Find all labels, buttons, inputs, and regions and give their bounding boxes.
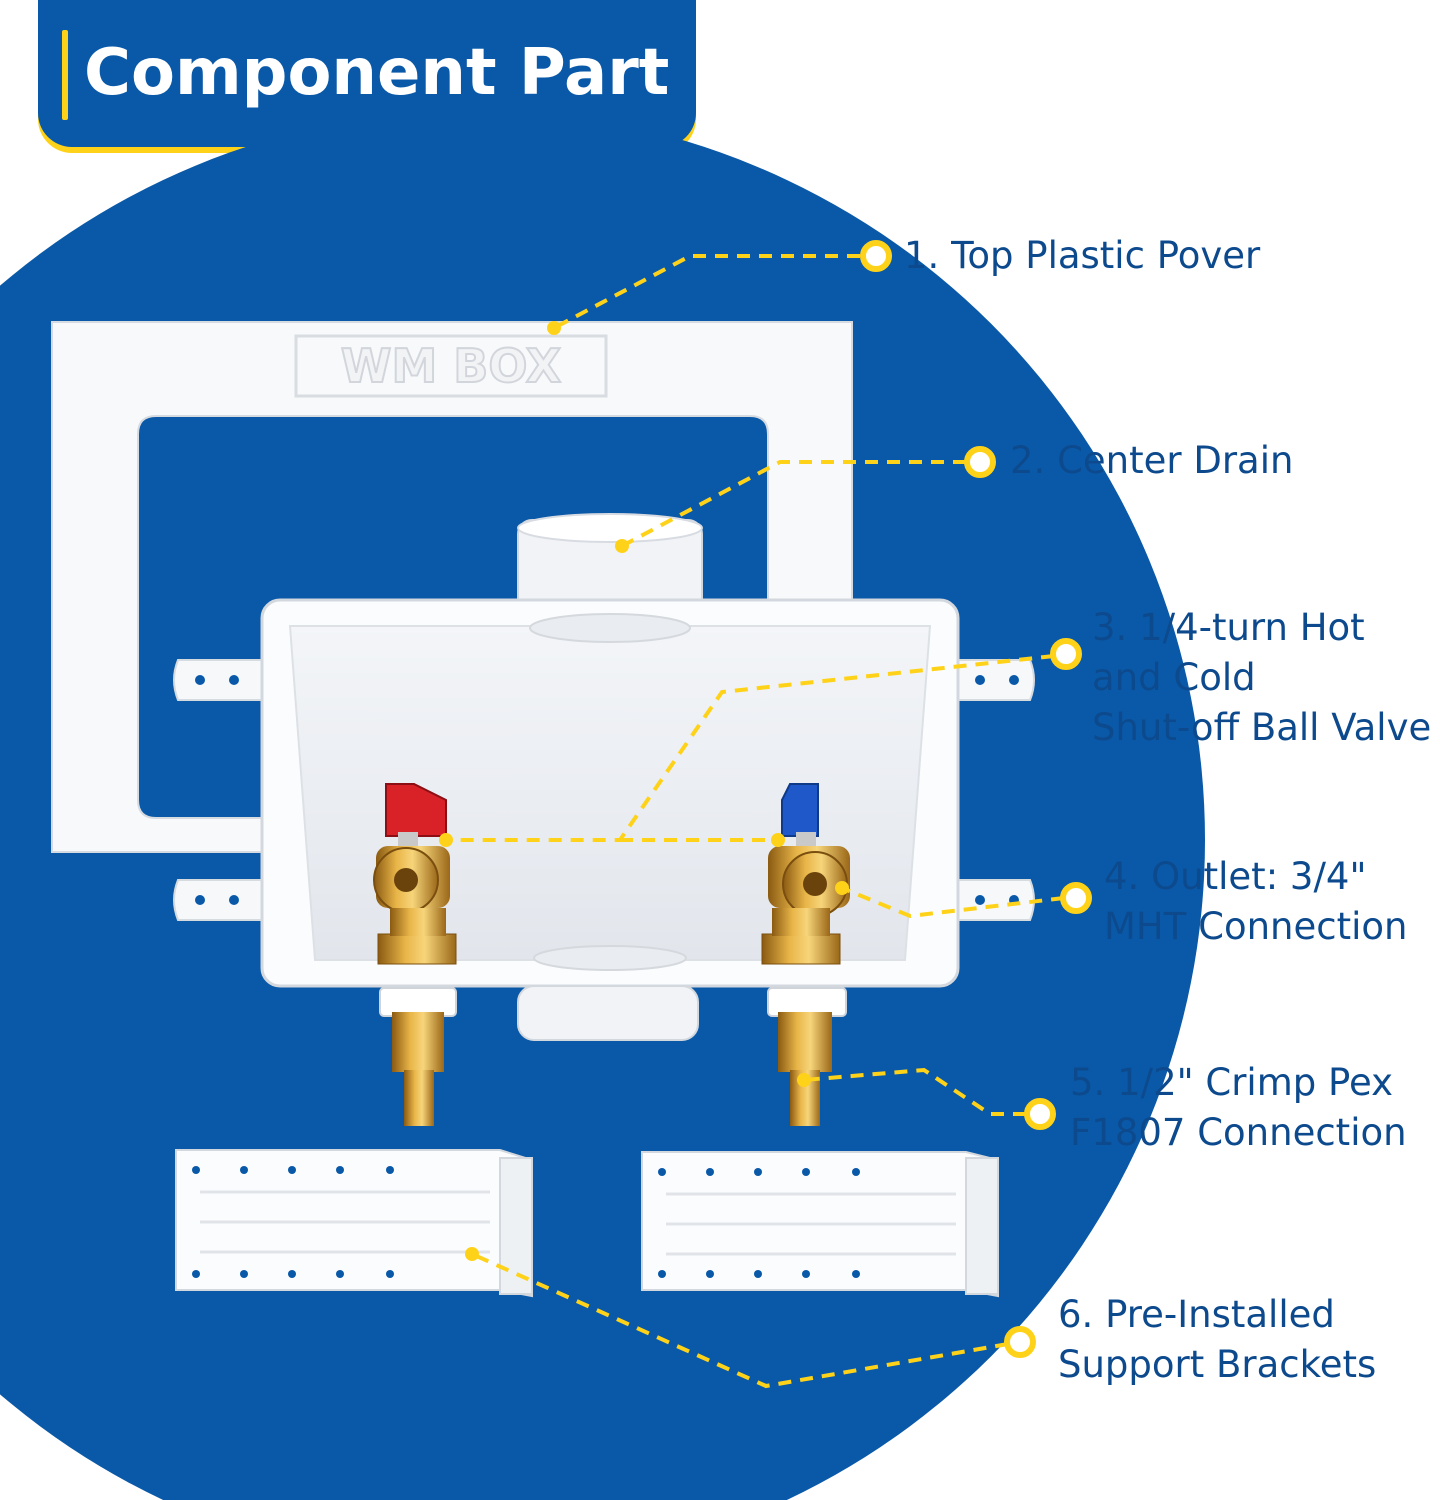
callout-3-line-1: 3. 1/4-turn Hot <box>1092 606 1365 649</box>
callout-label-outlet-connection: 4. Outlet: 3/4" MHT Connection <box>1104 852 1407 952</box>
callout-label-shutoff-ball-valve: 3. 1/4-turn Hot and Cold Shut-off Ball V… <box>1092 603 1431 753</box>
hot-shutoff-valve <box>373 783 457 1126</box>
callout-5-line-2: F1807 Connection <box>1070 1111 1407 1154</box>
mounting-flange-left <box>173 659 273 921</box>
page-title: Component Part <box>84 36 670 110</box>
wm-box-logo: WM BOX <box>341 339 562 393</box>
hot-valve-handle <box>385 783 447 837</box>
callout-marker-3 <box>1050 638 1082 670</box>
callout-label-center-drain: 2. Center Drain <box>1010 436 1293 486</box>
callout-marker-4 <box>1060 882 1092 914</box>
title-accent-bar <box>62 30 68 120</box>
callout-1-line-1: 1. Top Plastic Pover <box>904 234 1261 277</box>
center-drain <box>517 513 703 621</box>
callout-5-line-1: 5. 1/2" Crimp Pex <box>1070 1061 1394 1104</box>
callout-6-line-2: Support Brackets <box>1058 1343 1377 1386</box>
callout-3-line-2: and Cold <box>1092 656 1256 699</box>
bottom-drain-pipe <box>517 985 699 1041</box>
callout-anchor-dots <box>439 321 849 1261</box>
callout-leader-lines <box>446 254 1065 1389</box>
callout-2-line-1: 2. Center Drain <box>1010 439 1294 482</box>
callout-6-line-1: 6. Pre-Installed <box>1058 1293 1335 1336</box>
outlet-box <box>260 598 960 988</box>
cold-valve-handle <box>781 783 819 837</box>
callout-label-crimp-pex: 5. 1/2" Crimp Pex F1807 Connection <box>1070 1058 1407 1158</box>
support-bracket-right <box>641 1151 999 1298</box>
callout-label-support-brackets: 6. Pre-Installed Support Brackets <box>1058 1290 1376 1390</box>
callout-marker-1 <box>860 240 892 272</box>
callout-4-line-1: 4. Outlet: 3/4" <box>1104 855 1367 898</box>
callout-4-line-2: MHT Connection <box>1104 905 1408 948</box>
cold-shutoff-valve <box>761 783 850 1126</box>
wm-box-emboss <box>294 334 608 398</box>
support-bracket-left <box>175 1149 533 1298</box>
callout-marker-6 <box>1004 1326 1036 1358</box>
callout-3-line-3: Shut-off Ball Valve <box>1092 706 1432 749</box>
callout-label-top-plastic-cover: 1. Top Plastic Pover <box>904 231 1260 281</box>
callout-marker-2 <box>964 446 996 478</box>
callout-marker-5 <box>1024 1098 1056 1130</box>
